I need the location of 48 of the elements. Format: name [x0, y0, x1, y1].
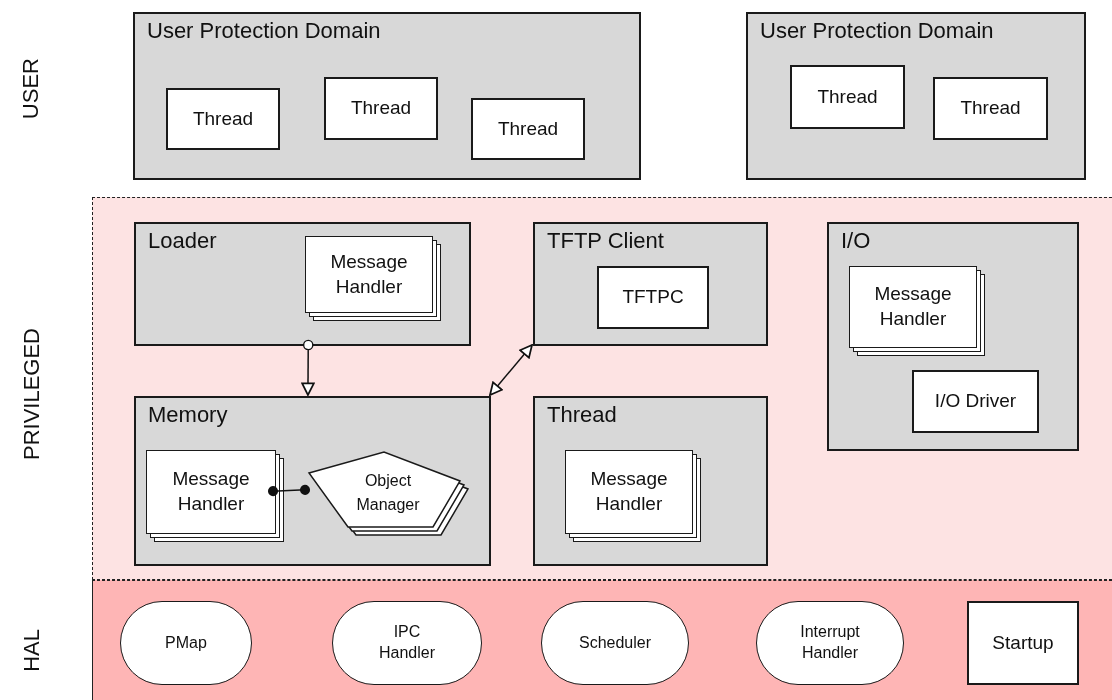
group-panel	[827, 222, 1079, 451]
connector-arrow	[301, 339, 315, 396]
panel-title: User Protection Domain	[760, 18, 994, 44]
component-box	[912, 370, 1039, 433]
component-label: Thread	[497, 116, 559, 141]
stacked-card	[849, 266, 985, 356]
group-panel	[533, 396, 768, 566]
group-panel	[134, 222, 471, 346]
panel-title: Loader	[148, 228, 217, 254]
module-label: PMap	[165, 632, 207, 653]
component-label: Thread	[192, 106, 254, 131]
panel-title: User Protection Domain	[147, 18, 381, 44]
card-label: Message Handler	[873, 282, 953, 331]
module-label: IPC Handler	[378, 622, 436, 663]
panel-title: TFTP Client	[547, 228, 664, 254]
component-box	[324, 77, 438, 140]
component-label: Thread	[817, 84, 878, 109]
card-label: Message Handler	[589, 467, 669, 516]
component-box	[933, 77, 1048, 140]
pentagon-label: Object Manager	[355, 471, 421, 515]
card-label: Message Handler	[329, 249, 409, 299]
group-panel	[133, 12, 641, 180]
component-label: TFTPC	[622, 285, 684, 310]
stacked-card	[146, 450, 284, 542]
component-box	[597, 266, 709, 329]
panel-title: Thread	[547, 402, 617, 428]
card-label: Message Handler	[171, 467, 251, 516]
module-label: Scheduler	[578, 632, 651, 653]
group-panel	[746, 12, 1086, 180]
panel-title: I/O	[841, 228, 871, 254]
stacked-card	[305, 236, 441, 321]
stacked-card	[565, 450, 701, 542]
component-box	[166, 88, 280, 150]
connector-arrow	[489, 344, 533, 396]
group-panel	[134, 396, 491, 566]
panel-title: Memory	[148, 402, 228, 428]
component-label: I/O Driver	[934, 389, 1017, 414]
component-label: Startup	[992, 630, 1054, 655]
group-panel	[533, 222, 768, 346]
layer-label: HAL	[19, 629, 45, 672]
component-box	[967, 601, 1079, 685]
component-box	[471, 98, 585, 160]
module-label: Interrupt Handler	[799, 622, 861, 663]
layer-label: USER	[18, 58, 44, 120]
layer-label: PRIVILEGED	[19, 328, 45, 461]
component-label: Thread	[960, 96, 1021, 121]
component-label: Thread	[350, 96, 412, 121]
component-box	[790, 65, 905, 129]
